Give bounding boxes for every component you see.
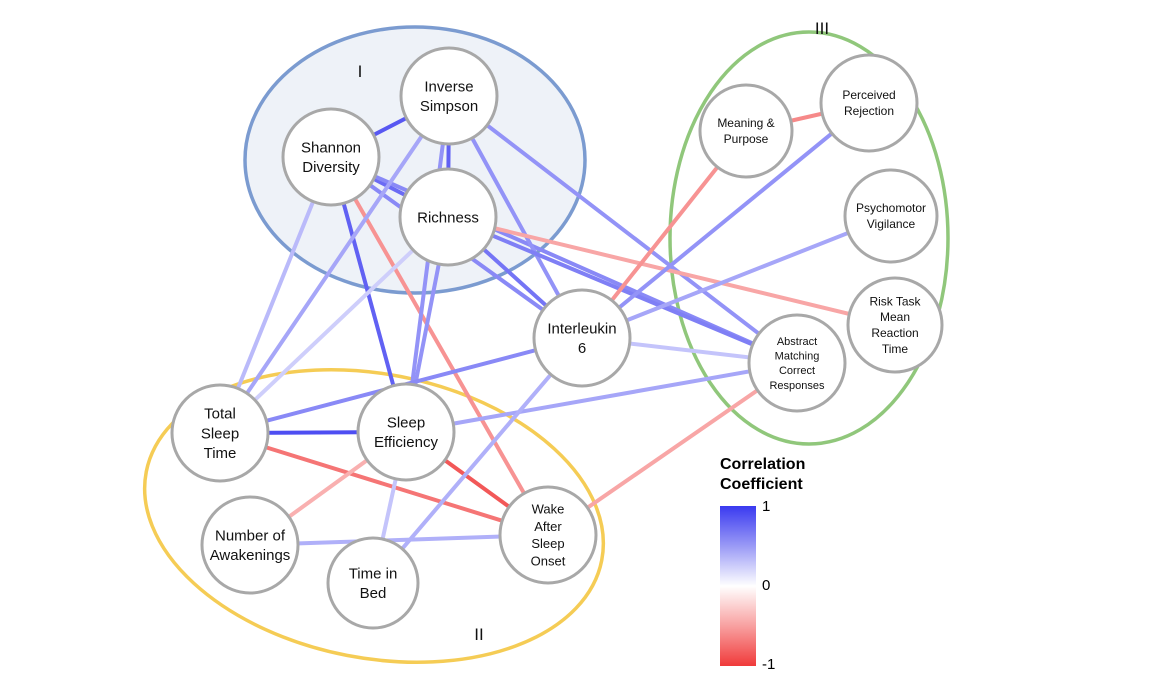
- node-label: Interleukin: [547, 320, 616, 337]
- node-circle: [843, 168, 939, 264]
- legend-title-line2: Coefficient: [720, 476, 803, 493]
- node-label: Perceived: [842, 88, 895, 102]
- node-label: Awakenings: [210, 547, 291, 564]
- node-label: Mean: [880, 310, 910, 324]
- node-label: Reaction: [871, 326, 918, 340]
- node-richness[interactable]: Richness: [398, 167, 498, 267]
- node-label: Sleep: [531, 536, 564, 551]
- node-circle: [819, 53, 919, 153]
- node-meaning[interactable]: Meaning & Purpose: [698, 83, 794, 179]
- node-time_bed[interactable]: Time in Bed: [326, 536, 420, 630]
- node-circle: [399, 46, 499, 146]
- node-label: Purpose: [724, 132, 769, 146]
- node-label: Bed: [360, 585, 387, 602]
- legend-mid-label: 0: [762, 577, 771, 594]
- node-label: Matching: [775, 351, 820, 363]
- legend-title-line1: Correlation: [720, 456, 806, 473]
- edge-interleukin-rejection: [580, 101, 871, 340]
- node-circle: [170, 383, 270, 483]
- edge-time_bed-interleukin: [371, 336, 584, 585]
- legend-min-label: -1: [762, 656, 776, 673]
- group-ellipse-I: [243, 25, 587, 295]
- edge-interleukin-psychomotor: [580, 214, 893, 340]
- node-label: Sleep: [387, 414, 425, 431]
- legend-title: Correlation Coefficient: [720, 455, 805, 495]
- group-ellipse-II: [142, 367, 606, 665]
- node-label: After: [534, 519, 562, 534]
- node-circle: [698, 83, 794, 179]
- node-circle: [326, 536, 420, 630]
- node-circle: [281, 107, 381, 207]
- legend-color-bar: [720, 506, 756, 666]
- node-circle: [747, 313, 847, 413]
- node-circle: [846, 276, 944, 374]
- edge-richness-risk_task: [446, 215, 897, 327]
- node-label: Risk Task: [869, 294, 921, 308]
- group-ellipse-III: [668, 30, 950, 446]
- group-ellipses: [142, 25, 950, 665]
- node-label: Richness: [417, 209, 479, 226]
- node-label: Responses: [769, 380, 825, 392]
- node-label: Simpson: [420, 98, 478, 115]
- edge-shannon-total_sleep: [218, 155, 333, 435]
- node-label: Onset: [531, 553, 566, 568]
- edge-waso-abstract: [546, 361, 799, 537]
- node-circle: [200, 495, 300, 595]
- node-circle: [356, 382, 456, 482]
- node-label: Inverse: [424, 78, 473, 95]
- node-label: 6: [578, 340, 586, 357]
- node-label: Sleep: [201, 425, 239, 442]
- node-label: Time: [882, 342, 909, 356]
- group-label-II: II: [474, 625, 483, 644]
- node-label: Rejection: [844, 104, 894, 118]
- group-label-III: III: [815, 19, 829, 38]
- edge-richness-total_sleep: [218, 215, 450, 435]
- edge-total_sleep-waso: [218, 431, 550, 537]
- edge-num_awake-waso: [248, 533, 550, 547]
- node-label: Efficiency: [374, 434, 438, 451]
- node-circle: [398, 167, 498, 267]
- node-layer: InverseSimpsonShannonDiversityRichnessIn…: [170, 46, 944, 630]
- node-interleukin[interactable]: Interleukin 6: [532, 288, 632, 388]
- edge-sleep_eff-abstract: [404, 361, 799, 434]
- node-label: Wake: [532, 502, 565, 517]
- legend-max-label: 1: [762, 498, 771, 515]
- edge-inverse_simpson-total_sleep: [218, 94, 451, 435]
- node-label: Diversity: [302, 159, 360, 176]
- node-label: Correct: [779, 365, 815, 377]
- node-label: Shannon: [301, 139, 361, 156]
- node-label: Psychomotor: [856, 201, 926, 215]
- group-label-I: I: [358, 62, 363, 81]
- node-label: Number of: [215, 527, 286, 544]
- node-label: Vigilance: [867, 217, 916, 231]
- node-label: Abstract: [777, 336, 817, 348]
- node-label: Total: [204, 405, 236, 422]
- node-circle: [498, 485, 598, 585]
- node-label: Time in: [349, 565, 398, 582]
- node-label: Time: [204, 445, 237, 462]
- edge-shannon-waso: [329, 155, 550, 537]
- node-circle: [532, 288, 632, 388]
- node-label: Meaning &: [717, 116, 774, 130]
- edge-inverse_simpson-abstract: [447, 94, 799, 365]
- node-num_awake[interactable]: Number of Awakenings: [200, 495, 300, 595]
- edge-inverse_simpson-sleep_eff: [404, 94, 451, 434]
